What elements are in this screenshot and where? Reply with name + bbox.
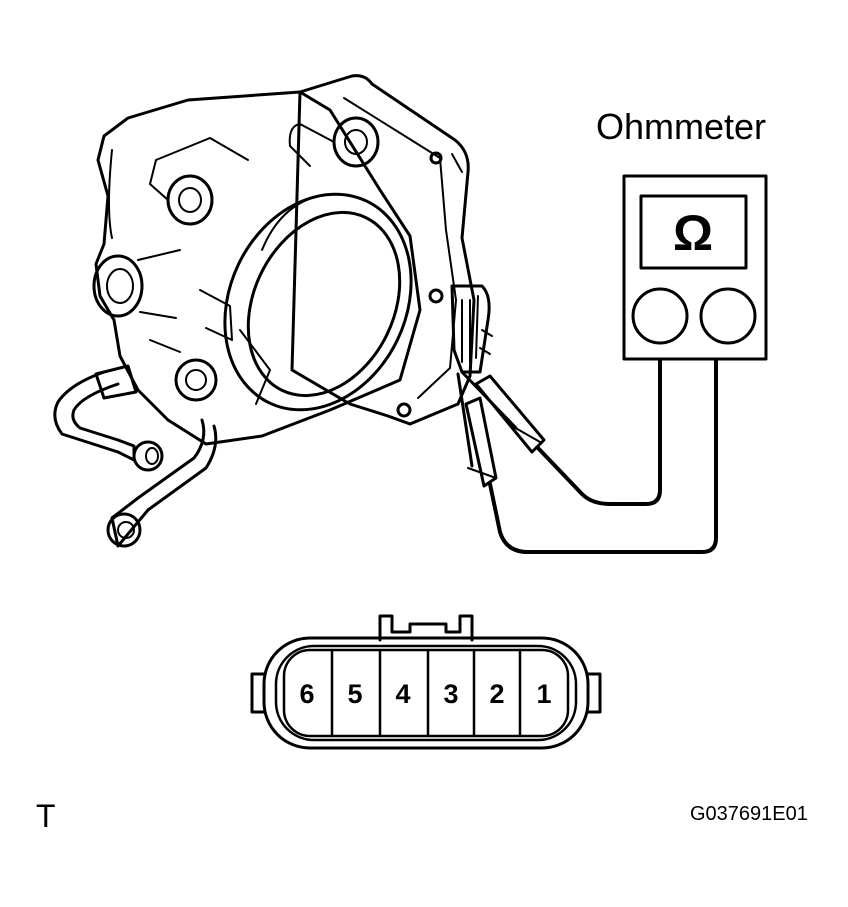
coolant-hose-lower [146, 424, 218, 512]
pin-label: 4 [395, 679, 410, 709]
boss-upper [332, 116, 380, 168]
meter-terminal-left[interactable] [631, 287, 689, 345]
connector-side-tab-left [250, 672, 266, 714]
pin-label: 3 [443, 679, 458, 709]
meter-case [622, 174, 768, 361]
meter-terminal-right[interactable] [699, 287, 757, 345]
corner-letter: T [36, 798, 56, 834]
figure-code: G037691E01 [690, 803, 808, 825]
connector-latch [378, 614, 474, 642]
boss-middle [166, 174, 214, 226]
throttle-body-icon [53, 74, 493, 548]
pin-label: 6 [299, 679, 314, 709]
probe-left [456, 372, 498, 488]
inlet-pipe [92, 254, 144, 318]
ohm-symbol: Ω [673, 205, 713, 261]
mounting-flange [290, 74, 476, 426]
boss-lower [174, 358, 218, 402]
lead-wire-right [536, 358, 662, 506]
bore-outer [223, 192, 413, 412]
connector-pin-frame [282, 648, 570, 738]
flange-inner-edge [343, 97, 457, 399]
meter-display [639, 194, 748, 270]
probe-left-needle [456, 372, 474, 468]
coolant-hose-left [53, 370, 120, 454]
probe-right [460, 370, 546, 454]
probe-right-body [474, 374, 546, 454]
ohmmeter-icon: Ω [622, 174, 768, 361]
sensor-connector [450, 284, 491, 374]
pin-label: 2 [489, 679, 504, 709]
bore-inner [246, 210, 402, 398]
pin-label: 5 [347, 679, 362, 709]
connector-inner-shell [274, 644, 578, 742]
ohmmeter-label: Ohmmeter [596, 106, 767, 147]
connector-pinout: 6 5 4 3 2 1 [250, 614, 602, 750]
connector-outer-shell [262, 636, 590, 750]
housing-outline [94, 90, 422, 446]
lead-wire-left [488, 358, 718, 554]
pin-label: 1 [536, 679, 551, 709]
connector-side-tab-right [586, 672, 602, 714]
